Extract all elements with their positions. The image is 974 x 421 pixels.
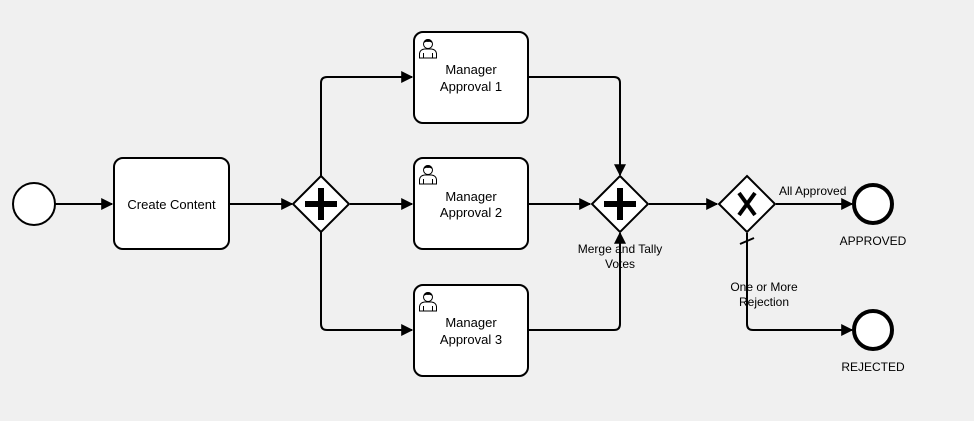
end-event-approved-label: APPROVED bbox=[840, 234, 907, 248]
plus-icon bbox=[604, 188, 636, 220]
flow-approval1-to-merge[interactable] bbox=[529, 76, 626, 177]
flow-approval3-to-merge[interactable] bbox=[529, 231, 626, 331]
flow-decision-to-rejected[interactable] bbox=[746, 233, 854, 336]
default-flow-marker bbox=[739, 237, 755, 245]
flow-label-rejection-line2: Rejection bbox=[739, 295, 789, 309]
task-create-content[interactable]: Create Content bbox=[113, 157, 230, 250]
flow-split-to-approval3[interactable] bbox=[320, 232, 414, 336]
task-approval-3-label-line1: Manager bbox=[445, 315, 497, 330]
task-approval-3-box[interactable] bbox=[413, 284, 529, 377]
task-manager-approval-2[interactable]: Manager Approval 2 bbox=[413, 157, 529, 250]
task-approval-2-box[interactable] bbox=[413, 157, 529, 250]
task-approval-1-box[interactable] bbox=[413, 31, 529, 124]
flow-split-to-approval1[interactable] bbox=[320, 71, 414, 176]
task-approval-1-label-line2: Approval 1 bbox=[440, 79, 502, 94]
task-manager-approval-1[interactable]: Manager Approval 1 bbox=[413, 31, 529, 124]
x-icon bbox=[737, 191, 757, 217]
flow-label-all-approved: All Approved bbox=[779, 184, 846, 198]
merge-gateway-label-line1: Merge and Tally bbox=[578, 242, 663, 256]
task-approval-2-label-line2: Approval 2 bbox=[440, 205, 502, 220]
plus-icon bbox=[305, 188, 337, 220]
task-manager-approval-3[interactable]: Manager Approval 3 bbox=[413, 284, 529, 377]
start-event[interactable] bbox=[12, 182, 56, 226]
task-approval-3-label-line2: Approval 3 bbox=[440, 332, 502, 347]
task-approval-2-label-line1: Manager bbox=[445, 189, 497, 204]
gateway-parallel-merge[interactable] bbox=[590, 174, 650, 234]
merge-gateway-label-line2: Votes bbox=[605, 257, 635, 271]
gateway-exclusive-decision[interactable] bbox=[717, 174, 777, 234]
flow-label-rejection-line1: One or More bbox=[730, 280, 798, 294]
end-event-rejected[interactable] bbox=[852, 309, 894, 351]
task-create-content-label: Create Content bbox=[127, 197, 216, 212]
task-approval-1-label-line1: Manager bbox=[445, 62, 497, 77]
end-event-rejected-label: REJECTED bbox=[841, 360, 905, 374]
end-event-approved[interactable] bbox=[852, 183, 894, 225]
task-create-content-box[interactable] bbox=[113, 157, 230, 250]
gateway-parallel-split[interactable] bbox=[291, 174, 351, 234]
sequence-flows bbox=[55, 71, 854, 336]
